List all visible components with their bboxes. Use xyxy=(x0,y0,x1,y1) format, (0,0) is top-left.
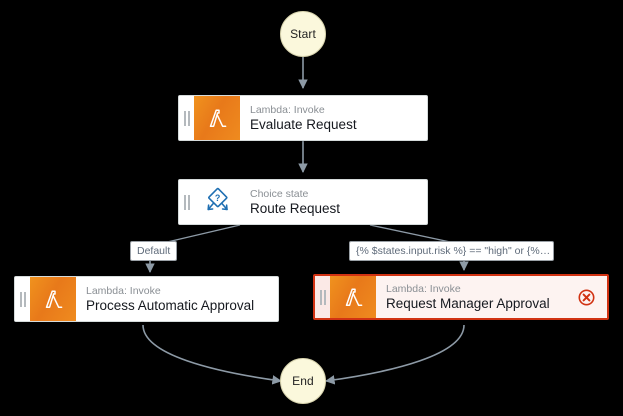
choice-icon: ? xyxy=(194,180,240,224)
edge-label-text: {% $states.input.risk %} == "high" or {%… xyxy=(356,245,551,257)
edge-label-risk-condition[interactable]: {% $states.input.risk %} == "high" or {%… xyxy=(349,241,554,261)
edge-label-default[interactable]: Default xyxy=(130,241,178,261)
state-type-label: Lambda: Invoke xyxy=(386,282,461,295)
state-type-label: Lambda: Invoke xyxy=(250,103,325,116)
drag-handle[interactable] xyxy=(315,276,330,318)
drag-handle[interactable] xyxy=(15,277,30,321)
edge-request-manager-to-end xyxy=(325,324,465,385)
lambda-icon xyxy=(194,96,240,140)
start-state-label: Start xyxy=(290,27,316,41)
state-node-route-request[interactable]: ? Choice state Route Request xyxy=(178,179,428,225)
edge-label-text: Default xyxy=(137,245,171,257)
end-state-label: End xyxy=(292,374,314,388)
state-type-label: Lambda: Invoke xyxy=(86,284,161,297)
drag-handle[interactable] xyxy=(179,180,194,224)
state-node-evaluate-request[interactable]: Lambda: Invoke Evaluate Request xyxy=(178,95,428,141)
state-name-label: Request Manager Approval xyxy=(386,295,550,311)
state-name-label: Process Automatic Approval xyxy=(86,297,255,313)
state-node-process-automatic-approval[interactable]: Lambda: Invoke Process Automatic Approva… xyxy=(14,276,279,322)
state-type-label: Choice state xyxy=(250,187,309,200)
edge-process-to-end xyxy=(142,324,282,385)
start-state-node[interactable]: Start xyxy=(280,11,326,57)
svg-text:?: ? xyxy=(215,193,221,203)
error-circle-x-icon[interactable] xyxy=(578,276,607,318)
state-name-label: Route Request xyxy=(250,200,341,216)
state-node-request-manager-approval[interactable]: Lambda: Invoke Request Manager Approval xyxy=(313,274,609,320)
drag-handle[interactable] xyxy=(179,96,194,140)
state-name-label: Evaluate Request xyxy=(250,116,357,132)
end-state-node[interactable]: End xyxy=(280,358,326,404)
lambda-icon xyxy=(30,277,76,321)
lambda-icon xyxy=(330,276,376,318)
